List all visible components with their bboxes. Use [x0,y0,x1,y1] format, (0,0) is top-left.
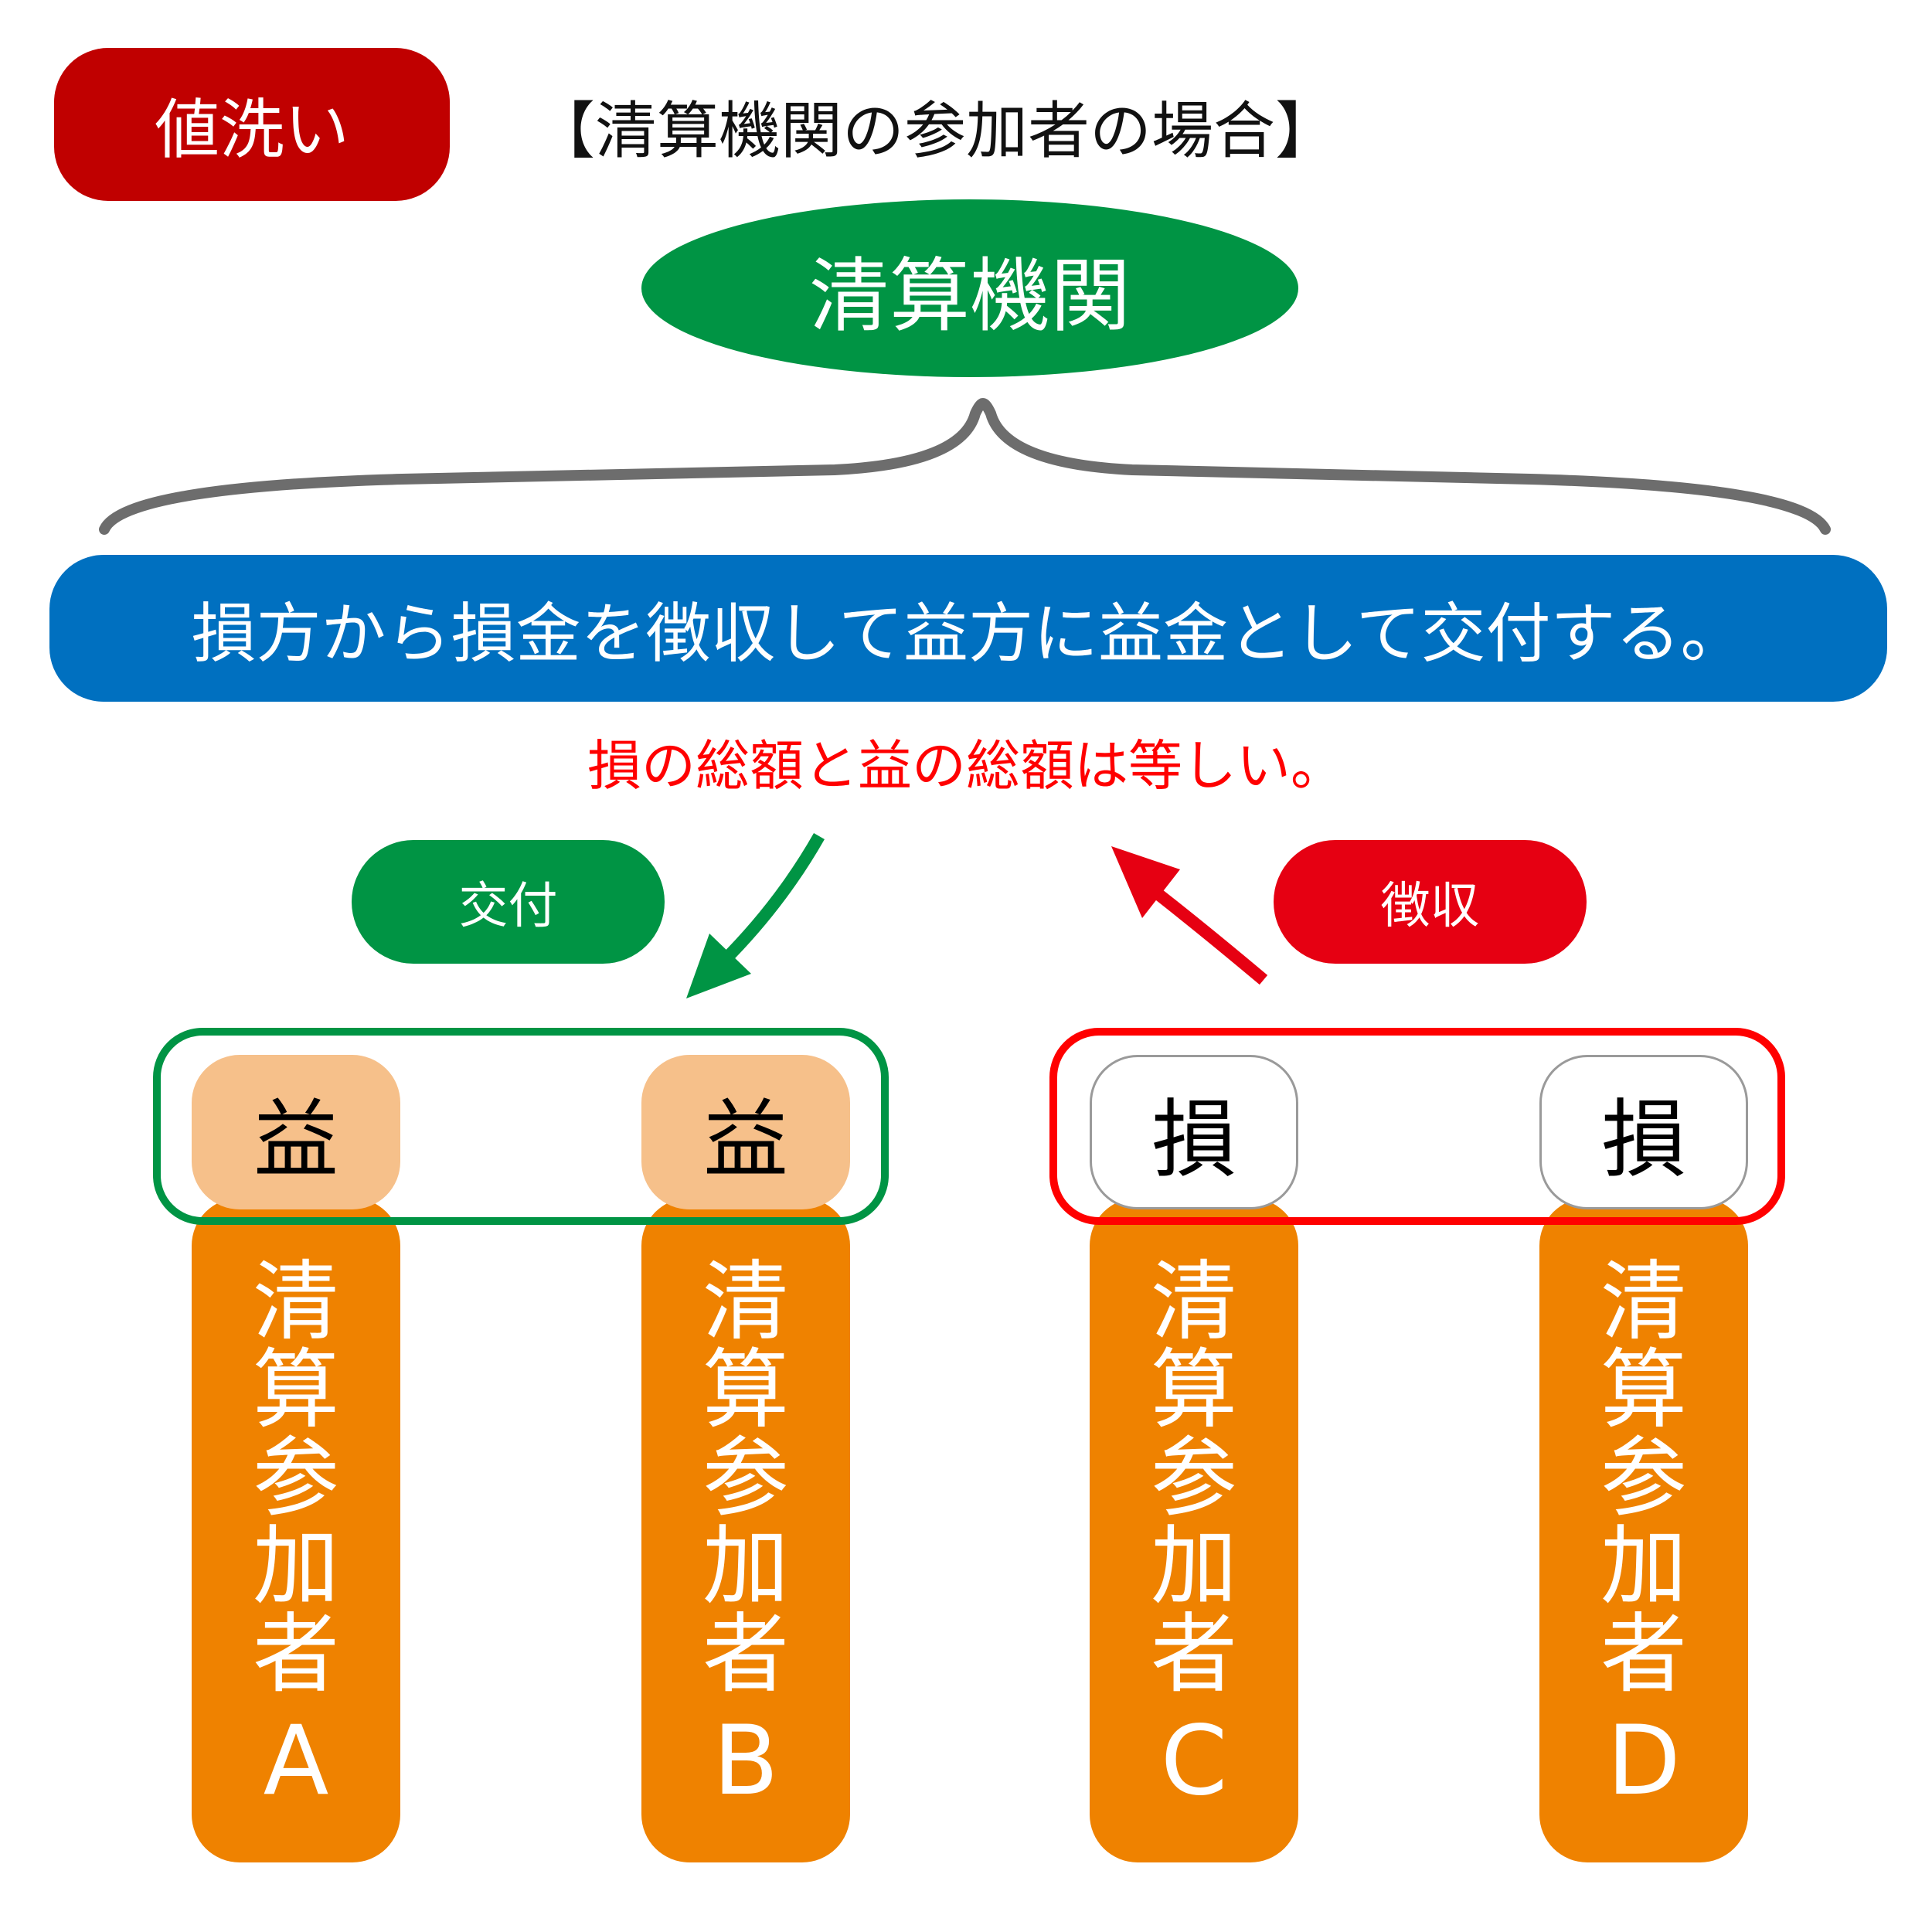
participant-name-char: 者 [702,1604,789,1705]
participant-name-char: 参 [1600,1428,1687,1529]
collect-arrow [1111,846,1268,985]
status-label: 益 [703,1090,788,1189]
loss-cell-c: 損 [1090,1055,1298,1209]
participant-name-char: 算 [702,1340,789,1440]
participant-name-char: 参 [253,1428,339,1529]
loss-group-outline [1049,1028,1785,1225]
participant-name-char: 加 [702,1516,789,1617]
participant-name-char: 参 [1151,1428,1237,1529]
participant-name-char: 加 [253,1516,339,1617]
participant-name-char: 算 [1151,1340,1237,1440]
pay-label-pill: 交付 [352,840,665,964]
participant-name-char: 加 [1151,1516,1237,1617]
participant-name-char: 清 [1151,1252,1237,1352]
pay-label: 交付 [458,878,558,935]
participant-letter: D [1607,1706,1681,1817]
participant-column-c: 清 算 参 加 者 C [1090,1198,1298,1862]
diagram-heading: 【清算機関の参加者の場合】 [533,95,1337,167]
curly-brace [99,398,1831,535]
settlement-rule-banner: 損方から損金を徴収して益方に益金として交付する。 [49,555,1887,702]
participant-name-char: 算 [1600,1340,1687,1440]
participant-name-char: 清 [1600,1252,1687,1352]
collect-label: 徴収 [1380,878,1480,935]
gain-group-outline [153,1028,889,1225]
status-label: 損 [1601,1090,1686,1189]
status-label: 損 [1151,1090,1236,1189]
settlement-rule-text: 損方から損金を徴収して益方に益金として交付する。 [191,595,1746,672]
participant-column-b: 清 算 参 加 者 B [641,1198,850,1862]
status-label: 益 [253,1090,338,1189]
tag-badge: 値洗い [54,48,450,201]
participant-name-char: 加 [1600,1516,1687,1617]
participant-letter: A [263,1706,329,1817]
pay-arrow [686,833,825,998]
participant-name-char: 清 [702,1252,789,1352]
participant-letter: C [1160,1706,1228,1817]
gain-cell-a: 益 [192,1055,400,1209]
loss-cell-d: 損 [1539,1055,1748,1209]
clearing-house-node: 清算機関 [641,199,1298,377]
participant-name-char: 者 [1151,1604,1237,1705]
participant-name-char: 参 [702,1428,789,1529]
participant-letter: B [713,1706,779,1817]
participant-name-char: 算 [253,1340,339,1440]
participant-column-d: 清 算 参 加 者 D [1539,1198,1748,1862]
participant-name-char: 者 [1600,1604,1687,1705]
participant-column-a: 清 算 参 加 者 A [192,1198,400,1862]
participant-name-char: 者 [253,1604,339,1705]
balance-note: 損の総額と益の総額は等しい。 [587,733,1345,798]
clearing-house-label: 清算機関 [808,248,1131,343]
tag-label: 値洗い [154,91,349,168]
collect-label-pill: 徴収 [1274,840,1587,964]
gain-cell-b: 益 [641,1055,850,1209]
participant-name-char: 清 [253,1252,339,1352]
